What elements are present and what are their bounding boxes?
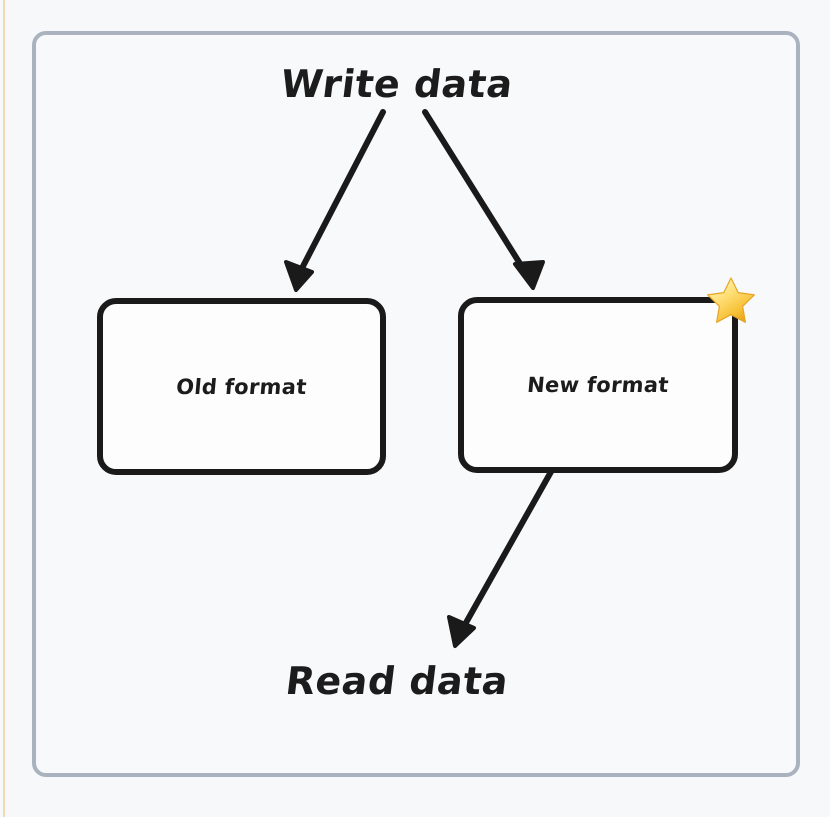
node-label-new-format: New format bbox=[526, 373, 670, 397]
arrow-new-format-to-read bbox=[447, 467, 555, 648]
arrow-write-to-old-format bbox=[284, 109, 386, 292]
node-box-old-format bbox=[97, 298, 386, 475]
arrow-write-to-new-format bbox=[422, 109, 545, 290]
node-box-new-format bbox=[458, 297, 738, 473]
write-data-title: Write data bbox=[278, 62, 516, 106]
star-icon bbox=[707, 277, 755, 323]
read-data-title: Read data bbox=[283, 659, 511, 703]
left-edge-accent-strip bbox=[3, 0, 5, 817]
node-label-old-format: Old format bbox=[175, 374, 308, 399]
